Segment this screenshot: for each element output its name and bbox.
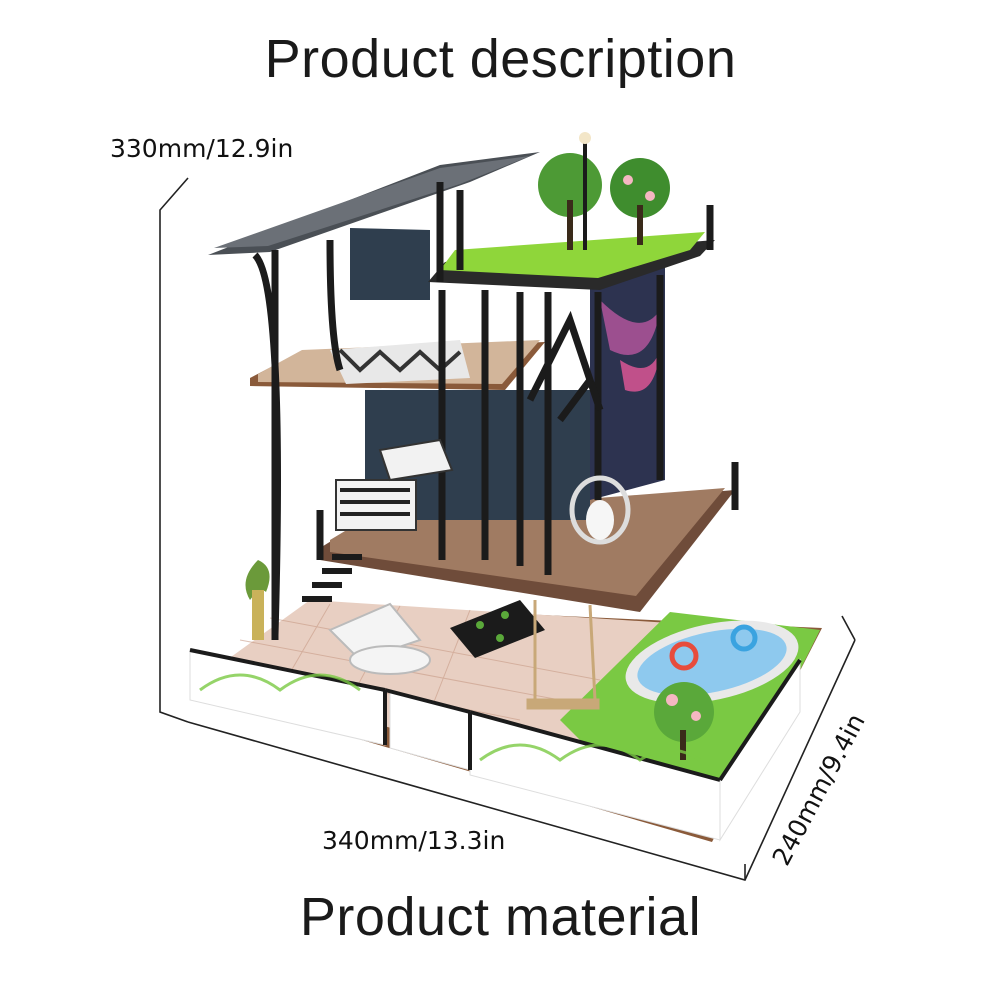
roof bbox=[208, 152, 540, 255]
fence-grass bbox=[199, 673, 701, 762]
product-material-title: Product material bbox=[299, 887, 702, 947]
living-room-sofa bbox=[335, 438, 454, 531]
rooftop-garden bbox=[428, 132, 715, 290]
lounge-chair bbox=[328, 602, 431, 675]
staircase bbox=[302, 554, 362, 602]
dimension-lines bbox=[159, 177, 856, 881]
second-floor bbox=[250, 340, 545, 390]
width-dimension-label: 340mm/13.3in bbox=[322, 826, 506, 855]
swimming-pool bbox=[625, 620, 799, 704]
height-dimension-label: 330mm/12.9in bbox=[110, 134, 294, 163]
hanging-chair bbox=[569, 475, 631, 545]
tree-swing bbox=[526, 600, 600, 710]
black-steel-frame bbox=[252, 182, 739, 640]
garden-trees bbox=[245, 560, 714, 760]
dining-table bbox=[450, 600, 545, 658]
product-description-title: Product description bbox=[264, 29, 737, 89]
house-walls bbox=[350, 228, 665, 520]
